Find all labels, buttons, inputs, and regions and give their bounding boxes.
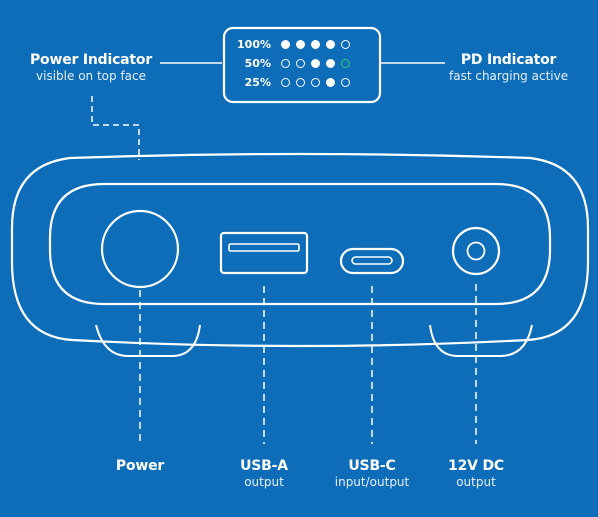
led-indicator-off [341,77,350,87]
led-indicator-off [311,77,320,87]
led-indicator-off [296,58,305,68]
power-indicator-dashed-leader [91,96,140,160]
power-button [100,209,180,289]
indicator-row-50: 50% [233,55,378,71]
pd-indicator-callout: PD Indicator fast charging active [449,52,568,83]
indicator-dots [281,77,350,87]
led-indicator-pd [341,58,350,68]
led-indicator-on [296,39,305,49]
indicator-row-label: 25% [244,75,271,89]
usb-c-label-title: USB-C [348,458,396,474]
indicator-row-25: 25% [233,74,378,90]
pd-indicator-title: PD Indicator [460,52,557,68]
usb-c-tongue [351,256,393,265]
power-indicator-title: Power Indicator [30,52,153,68]
led-indicator-on [311,39,320,49]
pd-indicator-subtitle: fast charging active [449,69,569,83]
power-label-title: Power [115,458,165,474]
usb-a-tongue [228,243,300,252]
led-indicator-off [296,77,305,87]
dc-port-outer [451,226,501,276]
dc-label-subtitle: output [456,475,496,489]
dc-port-inner [466,241,486,261]
led-indicator-off [341,39,350,49]
indicator-row-100: 100% [233,36,378,52]
power-indicator-subtitle: visible on top face [36,69,146,83]
device-body-inner [48,182,552,306]
indicator-dots [281,39,350,49]
usb-c-label: USB-C input/output [335,458,410,489]
right-foot [429,324,533,357]
usb-c-port [339,247,405,275]
usb-a-label-subtitle: output [244,475,284,489]
dc-label-title: 12V DC [448,458,504,474]
led-indicator-on [281,39,290,49]
led-indicator-off [281,58,290,68]
led-indicator-on [311,58,320,68]
led-indicator-off [281,77,290,87]
usb-c-label-subtitle: input/output [334,475,410,489]
indicator-row-label: 100% [237,37,271,51]
led-indicator-on [326,39,335,49]
usb-a-port [219,231,309,275]
led-indicator-on [326,58,335,68]
power-indicator-callout: Power Indicator visible on top face [30,52,152,83]
usb-a-label-title: USB-A [240,458,288,474]
power-label: Power [116,458,164,474]
indicator-dots [281,58,350,68]
indicator-row-label: 50% [244,56,271,70]
device-body-outer [10,152,590,348]
left-foot [95,324,201,357]
led-indicator-on [326,77,335,87]
dc-label: 12V DC output [448,458,504,489]
usb-a-label: USB-A output [240,458,288,489]
indicator-panel [222,26,382,104]
